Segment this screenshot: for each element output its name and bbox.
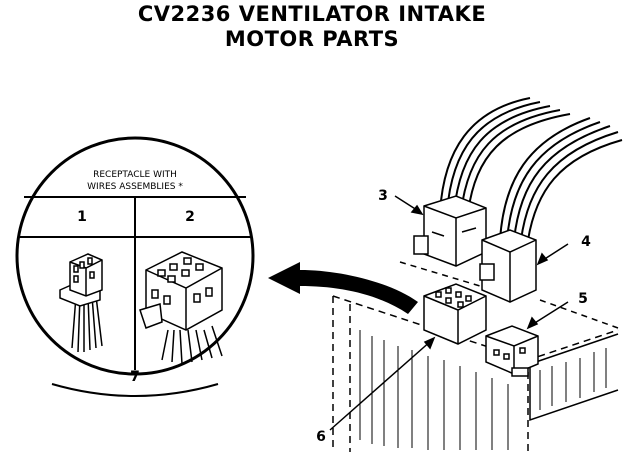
callout-5: 5 bbox=[578, 291, 588, 307]
receptacle-6-illustration bbox=[423, 283, 487, 345]
diagram-title: CV2236 VENTILATOR INTAKE MOTOR PARTS bbox=[0, 2, 624, 52]
callout-4: 4 bbox=[581, 234, 591, 250]
inset-column-1-label: 1 bbox=[77, 209, 87, 225]
callout-leaders bbox=[329, 195, 569, 431]
inset-group-label-7: 7 bbox=[130, 369, 140, 385]
receptacle-2-illustration bbox=[139, 251, 223, 365]
inset-heading-line-1: RECEPTACLE WITH bbox=[93, 170, 177, 180]
pointer-arrow bbox=[268, 262, 418, 314]
receptacle-5-illustration bbox=[485, 325, 539, 377]
title-line-1: CV2236 VENTILATOR INTAKE bbox=[137, 2, 487, 26]
wire-bundles bbox=[439, 97, 623, 241]
title-line-2: MOTOR PARTS bbox=[224, 27, 400, 51]
receptacle-1-illustration bbox=[59, 253, 103, 353]
inset-column-2-label: 2 bbox=[185, 209, 195, 225]
plug-4-illustration bbox=[479, 229, 537, 303]
inset-heading-line-2: WIRES ASSEMBLIES * bbox=[87, 182, 183, 192]
plug-3-illustration bbox=[413, 195, 487, 267]
callout-3: 3 bbox=[378, 188, 388, 204]
callout-6: 6 bbox=[316, 429, 326, 445]
